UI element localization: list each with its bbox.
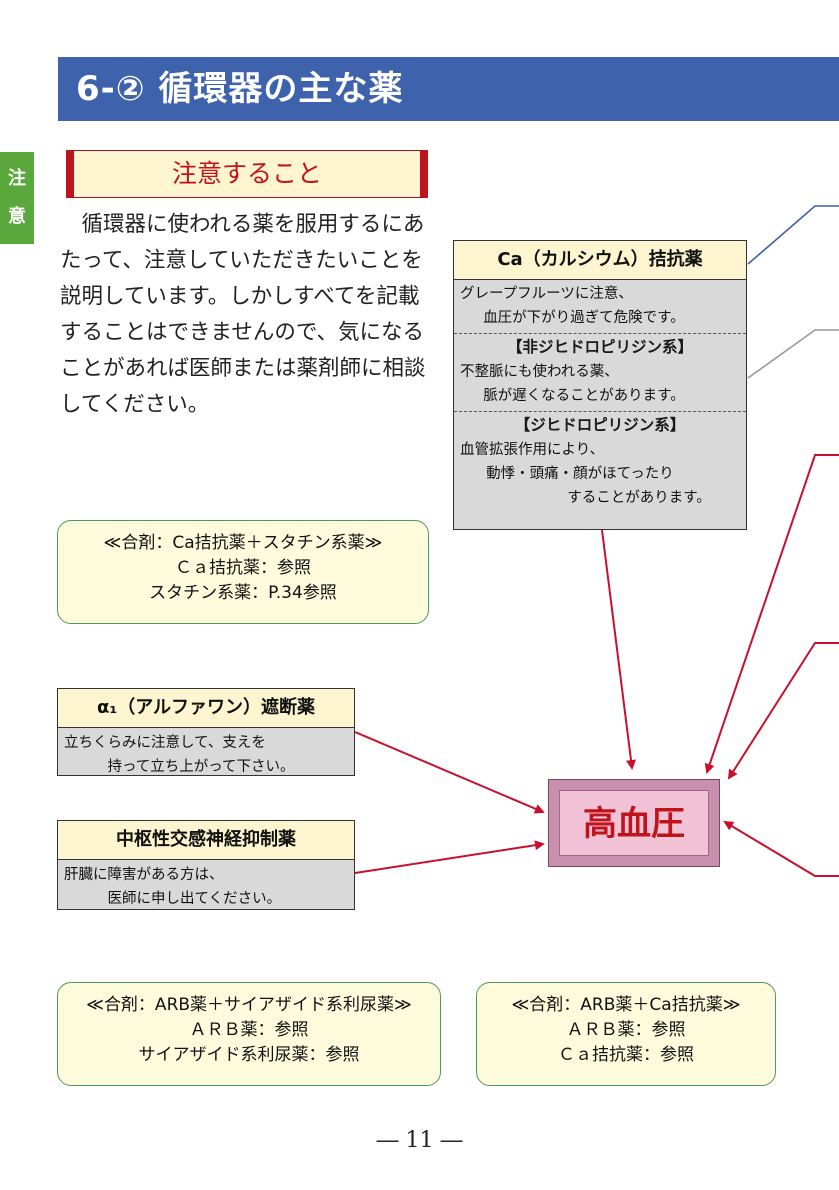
alpha1-blocker-box: α₁（アルファワン）遮断薬 立ちくらみに注意して、支えを 持って立ち上がって下さ… [57, 688, 355, 776]
combo-ca-statin-title: ≪合剤：Ca拮抗薬＋スタチン系薬≫ [103, 533, 383, 553]
ca-antagonist-title: Ca（カルシウム）拮抗薬 [454, 241, 746, 280]
gray-connector [747, 329, 839, 379]
side-tab-label-1: 注 [8, 168, 26, 189]
central-line-1: 肝臓に障害がある方は、 [64, 867, 224, 883]
combo-arb-thiazide-ref2: サイアザイド系利尿薬：参照 [138, 1045, 360, 1065]
alpha1-blocker-title: α₁（アルファワン）遮断薬 [58, 689, 354, 728]
hypertension-node: 高血圧 [548, 779, 720, 867]
combo-arb-thiazide-box: ≪合剤：ARB薬＋サイアザイド系利尿薬≫ ＡＲＢ薬：参照 サイアザイド系利尿薬：… [57, 982, 441, 1086]
combo-arb-ca-title: ≪合剤：ARB薬＋Ca拮抗薬≫ [511, 995, 741, 1015]
ca-antagonist-box: Ca（カルシウム）拮抗薬 グレープフルーツに注意、 血圧が下がり過ぎて危険です。… [453, 240, 747, 530]
hypertension-label: 高血圧 [559, 790, 709, 856]
combo-ca-statin-ref2: スタチン系薬：P.34参照 [149, 583, 337, 603]
caution-intro: 循環器に使われる薬を服用するにあたって、注意していただきたいことを説明しています… [60, 207, 435, 423]
ca-note-2: 血圧が下がり過ぎて危険です。 [483, 310, 685, 326]
ca-non-dhp-heading: 【非ジヒドロピリジン系】 [454, 333, 746, 360]
caution-heading: 注意すること [66, 150, 428, 198]
ca-dhp-line-3: することがあります。 [567, 490, 711, 506]
arrow-ca-to-htn [601, 529, 636, 770]
combo-arb-thiazide-ref1: ＡＲＢ薬：参照 [189, 1020, 309, 1040]
alpha1-line-2: 持って立ち上がって下さい。 [107, 759, 295, 775]
page-title: 6-② 循環器の主な薬 [58, 57, 839, 121]
blue-connector [747, 205, 839, 265]
arrow-right2-to-htn [727, 642, 839, 780]
page-number: ― 11 ― [376, 1128, 463, 1153]
ca-dhp-heading: 【ジヒドロピリジン系】 [454, 411, 746, 438]
ca-dhp-line-1: 血管拡張作用により、 [460, 442, 605, 458]
caution-intro-text: 循環器に使われる薬を服用するにあたって、注意していただきたいことを説明しています… [60, 212, 426, 417]
central-line-2: 医師に申し出てください。 [107, 891, 282, 907]
central-sympatholytic-box: 中枢性交感神経抑制薬 肝臓に障害がある方は、 医師に申し出てください。 [57, 820, 355, 910]
arrow-alpha-to-htn [354, 731, 545, 814]
combo-arb-ca-ref2: Ｃａ拮抗薬：参照 [558, 1045, 694, 1065]
side-tab-caution: 注 意 [0, 152, 34, 244]
alpha1-line-1: 立ちくらみに注意して、支えを [64, 735, 266, 751]
combo-arb-ca-box: ≪合剤：ARB薬＋Ca拮抗薬≫ ＡＲＢ薬：参照 Ｃａ拮抗薬：参照 [476, 982, 776, 1086]
ca-note-1: グレープフルーツに注意、 [460, 286, 633, 302]
ca-non-dhp-line-2: 脈が遅くなることがあります。 [483, 388, 685, 404]
ca-non-dhp-line-1: 不整脈にも使われる薬、 [460, 364, 619, 380]
arrow-right3-to-htn [723, 820, 839, 877]
combo-arb-thiazide-title: ≪合剤：ARB薬＋サイアザイド系利尿薬≫ [86, 995, 412, 1015]
side-tab-label-2: 意 [8, 206, 26, 227]
arrow-central-to-htn [354, 840, 545, 874]
combo-ca-statin-ref1: Ｃａ拮抗薬：参照 [175, 558, 311, 578]
ca-dhp-line-2: 動悸・頭痛・顔がほてったり [486, 466, 674, 482]
central-sympatholytic-title: 中枢性交感神経抑制薬 [58, 821, 354, 860]
combo-ca-statin-box: ≪合剤：Ca拮抗薬＋スタチン系薬≫ Ｃａ拮抗薬：参照 スタチン系薬：P.34参照 [57, 520, 429, 624]
combo-arb-ca-ref1: ＡＲＢ薬：参照 [566, 1020, 686, 1040]
